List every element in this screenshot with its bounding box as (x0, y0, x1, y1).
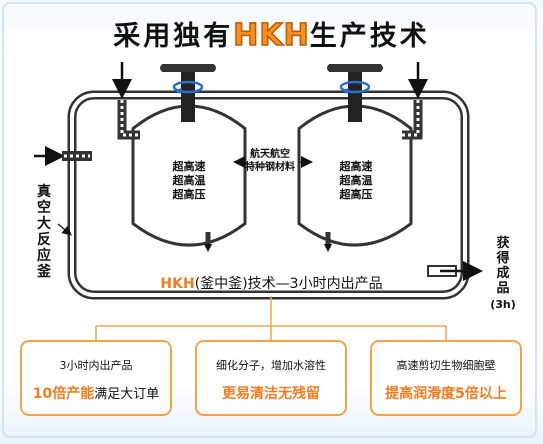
reactor-pointer-arrow (57, 223, 72, 236)
card-highlight: 10倍产能 (32, 386, 95, 402)
tank-feature: 超高压 (339, 188, 373, 201)
output-time: (3h) (490, 298, 516, 311)
outer-frame (2, 2, 537, 438)
tank-feature: 超高速 (339, 160, 373, 173)
card-connectors (95, 296, 447, 340)
card-highlight: 更易清洁无残留 (222, 386, 320, 402)
right-tank (297, 64, 413, 252)
process-rest: 技术—3小时内出产品 (247, 276, 383, 292)
vacuum-pipe-inner (70, 93, 467, 297)
tank-feature: 超高速 (172, 160, 206, 173)
card-line: 更易清洁无残留 (197, 383, 345, 403)
material-line: 航天航空 (250, 149, 290, 160)
feed-pipe-right (402, 100, 423, 140)
benefit-card-cleaning: 细化分子，增加水溶性 更易清洁无残留 (195, 340, 347, 416)
process-label: HKH(釜中釜)技术—3小时内出产品 (0, 273, 543, 293)
title-prefix: 采用独有 (113, 21, 234, 52)
tank-feature: 超高温 (339, 174, 373, 187)
tank-feature: 超高温 (172, 174, 206, 187)
card-line: 细化分子，增加水溶性 (216, 359, 326, 372)
tank-feature: 超高压 (172, 188, 206, 201)
card-line: 3小时内出产品 (59, 359, 133, 372)
reactor-label: 真空大反应釜 (37, 184, 51, 280)
output-text: 获得成品 (496, 236, 510, 296)
title-suffix: 生产技术 (309, 21, 430, 52)
card-line: 10倍产能满足大订单 (22, 383, 170, 403)
output-label: 获得成品 (3h) (480, 236, 526, 311)
feed-pipe-left (117, 100, 140, 140)
card-line: 高速剪切生物细胞壁 (396, 359, 496, 372)
material-line: 特种钢材料 (245, 162, 295, 173)
title-brand: HKH (233, 17, 310, 54)
main-title: 采用独有HKH生产技术 (0, 14, 543, 54)
left-tank-features: 超高速 超高温 超高压 (166, 160, 212, 202)
right-tank-features: 超高速 超高温 超高压 (333, 160, 379, 202)
process-brand: HKH (160, 276, 195, 292)
card-highlight: 提高润滑度5倍以上 (385, 386, 507, 402)
process-paren: (釜中釜) (194, 276, 248, 292)
material-label: 航天航空 特种钢材料 (236, 148, 304, 174)
benefit-card-lubrication: 高速剪切生物细胞壁 提高润滑度5倍以上 (370, 340, 522, 416)
left-tank (131, 64, 247, 252)
benefit-card-capacity: 3小时内出产品 10倍产能满足大订单 (20, 340, 172, 416)
card-rest: 满足大订单 (94, 387, 160, 402)
card-line: 提高润滑度5倍以上 (372, 383, 520, 403)
